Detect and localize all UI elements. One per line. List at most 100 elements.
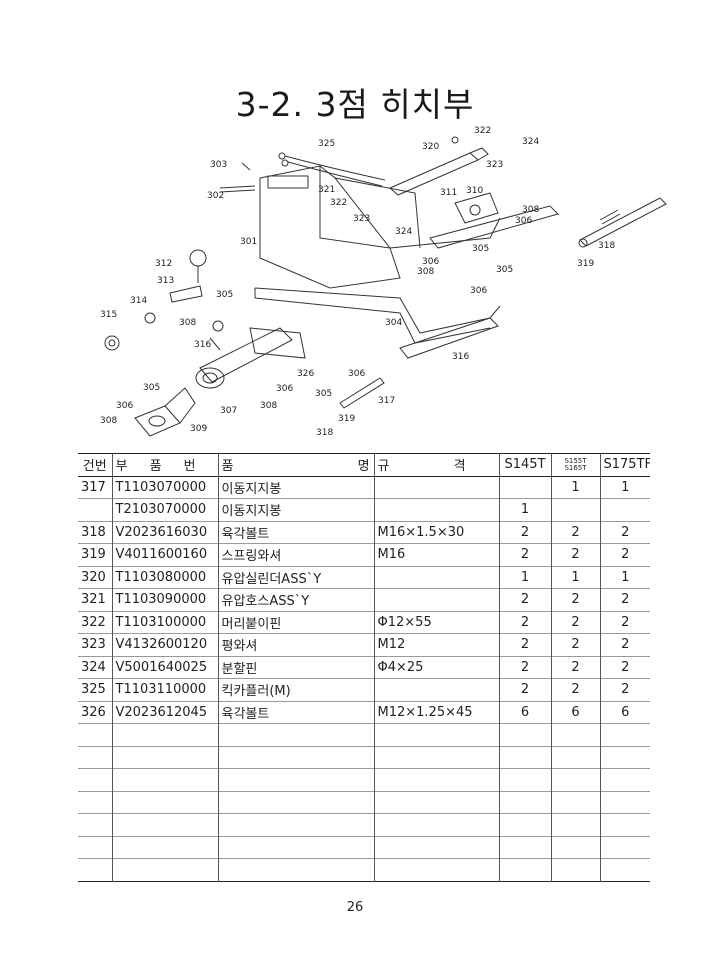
lift-rod-drawing <box>578 197 667 248</box>
page-number: 26 <box>346 900 364 915</box>
table-cell-name: 육각볼트 <box>218 521 375 544</box>
table-cell-spec <box>374 768 500 791</box>
table-cell-part: V5001640025 <box>112 656 219 679</box>
table-cell-s175 <box>600 499 650 522</box>
diagram-label: 308 <box>417 267 434 277</box>
table-cell-spec <box>374 723 500 746</box>
col-header-part-number: 부 품 번 호 <box>112 453 219 476</box>
diagram-label: 306 <box>116 401 133 411</box>
table-cell-name <box>218 768 375 791</box>
exploded-parts-diagram: 322 324 325 320 323 303 321 311 310 308 … <box>100 126 667 438</box>
parts-table-header: 건번 부 품 번 호 품 명 규 격 S145T S155T S165T S17… <box>78 453 650 476</box>
diagram-label: 309 <box>190 424 207 434</box>
table-cell-s175 <box>600 791 650 814</box>
table-cell-no <box>78 836 113 859</box>
table-cell-no: 326 <box>78 701 113 724</box>
col-header-s145: S145T <box>499 453 552 476</box>
hitch-frame-body-drawing <box>259 165 501 289</box>
table-row <box>78 791 650 814</box>
col-header-part-name-label: 품 명 <box>221 459 370 475</box>
diagram-label: 324 <box>522 137 539 147</box>
table-cell-spec <box>374 678 500 701</box>
table-cell-s155: 2 <box>551 588 601 611</box>
diagram-label: 314 <box>130 296 147 306</box>
diagram-label: 302 <box>207 191 224 201</box>
diagram-label: 317 <box>378 396 395 406</box>
table-cell-s155 <box>551 813 601 836</box>
table-cell-part: V2023616030 <box>112 521 219 544</box>
diagram-label: 305 <box>143 383 160 393</box>
table-cell-no <box>78 768 113 791</box>
diagram-label: 323 <box>486 160 503 170</box>
diagram-label: 323 <box>353 214 370 224</box>
table-cell-s175: 2 <box>621 592 630 608</box>
diagram-label: 308 <box>100 416 117 426</box>
table-cell-s175 <box>600 814 650 837</box>
table-cell-spec <box>374 588 500 611</box>
table-cell-s155: 2 <box>551 656 601 679</box>
table-cell-no <box>78 813 113 836</box>
bracket-310-drawing <box>454 192 499 224</box>
table-cell-s155: 2 <box>551 543 601 566</box>
diagram-label: 318 <box>316 428 333 438</box>
table-cell-s145: 2 <box>499 633 552 656</box>
table-cell-name: 스프링와셔 <box>218 543 375 566</box>
table-cell-s155 <box>551 746 601 769</box>
table-cell-spec <box>374 836 500 859</box>
table-cell-name: 킥카플러(M) <box>218 678 375 701</box>
table-cell-s175 <box>600 859 650 882</box>
table-cell-s145: 1 <box>499 498 552 521</box>
diagram-label: 304 <box>385 318 402 328</box>
table-cell-s175: 1 <box>621 479 630 495</box>
diagram-label: 308 <box>179 318 196 328</box>
diagram-label: 306 <box>515 216 532 226</box>
table-cell-s145 <box>499 836 552 859</box>
table-cell-name: 분할핀 <box>218 656 375 679</box>
table-cell-s175 <box>600 836 650 859</box>
table-cell-s145: 2 <box>499 678 552 701</box>
table-cell-s175: 2 <box>621 547 630 563</box>
table-cell-name <box>218 791 375 814</box>
table-cell-s155 <box>551 858 601 881</box>
diagram-label: 322 <box>474 126 491 136</box>
table-cell-name: 이동지지봉 <box>218 476 375 499</box>
table-cell-part <box>112 858 219 881</box>
table-cell-no <box>78 498 113 521</box>
table-cell-s145: 1 <box>499 566 552 589</box>
col-header-spec-label: 규 격 <box>377 459 496 475</box>
page-title: 3-2. 3점 히치부 <box>235 85 475 124</box>
table-cell-s175 <box>600 769 650 792</box>
col-header-spec: 규 격 <box>374 453 500 476</box>
diagram-label: 305 <box>472 244 489 254</box>
table-cell-no: 321 <box>78 588 113 611</box>
table-cell-s155: 2 <box>551 633 601 656</box>
table-cell-name: 유압실린더ASS`Y <box>218 566 375 589</box>
table-cell-s145 <box>499 768 552 791</box>
table-cell-s145: 6 <box>499 701 552 724</box>
table-cell-s145 <box>499 476 552 499</box>
table-cell-name: 이동지지봉 <box>218 498 375 521</box>
table-cell-no: 320 <box>78 566 113 589</box>
table-cell-name: 육각볼트 <box>218 701 375 724</box>
table-cell-part: T1103100000 <box>112 611 219 634</box>
table-cell-part <box>112 723 219 746</box>
table-cell-no: 325 <box>78 678 113 701</box>
table-cell-part: V2023612045 <box>112 701 219 724</box>
diagram-label: 306 <box>276 384 293 394</box>
plate-309-drawing <box>134 387 196 437</box>
diagram-label: 319 <box>577 259 594 269</box>
table-cell-s145 <box>499 791 552 814</box>
lower-arm-307-drawing <box>195 327 306 389</box>
table-cell-s155 <box>551 791 601 814</box>
diagram-label: 319 <box>338 414 355 424</box>
table-row <box>78 836 650 859</box>
table-cell-spec: M12 <box>374 633 500 656</box>
part-labels: 322 324 325 320 323 303 321 311 310 308 … <box>100 126 615 438</box>
parts-table: 건번 부 품 번 호 품 명 규 격 S145T S155T S165T S17… <box>78 453 650 882</box>
diagram-label: 308 <box>260 401 277 411</box>
table-cell-s145 <box>499 858 552 881</box>
